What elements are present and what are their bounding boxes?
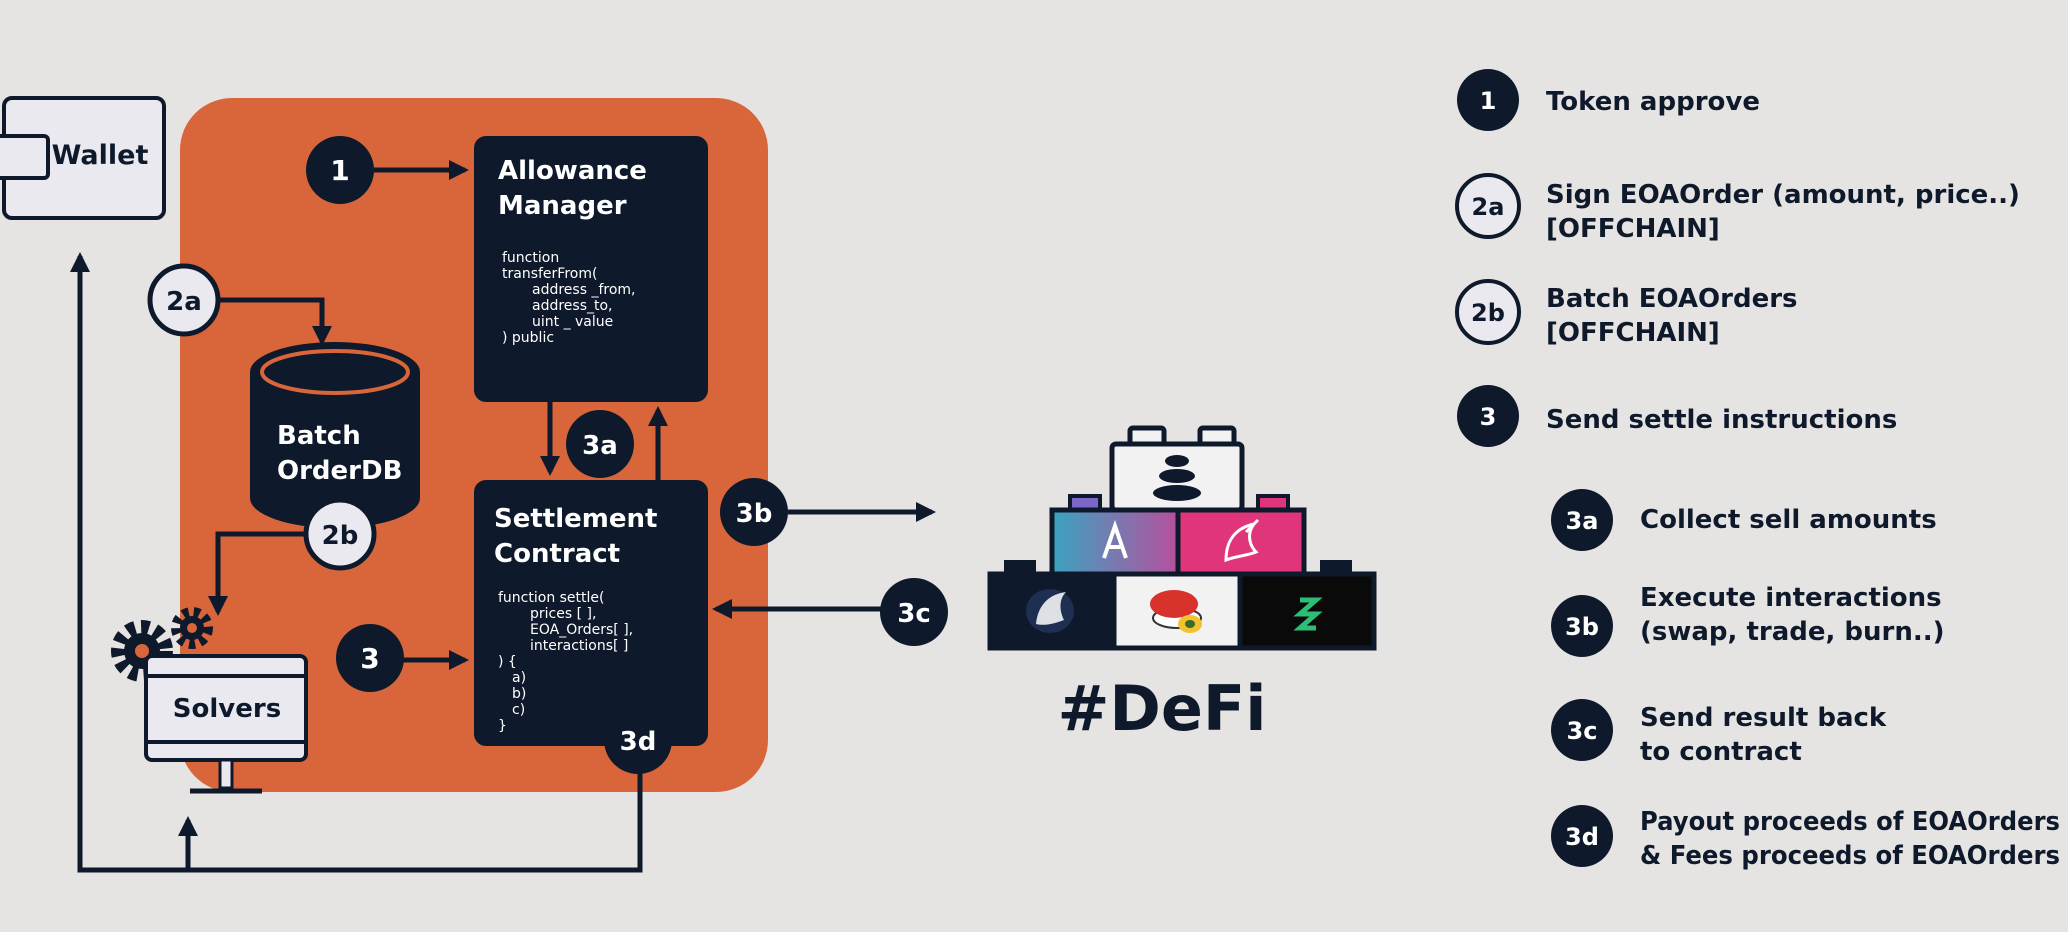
badge-2a-label: 2a [166,287,202,317]
solvers-label: Solvers [173,694,281,724]
badge-3d[interactable]: 3d [604,706,672,774]
badge-2b[interactable]: 2b [303,497,377,571]
legend-item-3: 3 Send settle instructions [1457,385,1897,447]
legend-item-3a: 3a Collect sell amounts [1551,489,1937,551]
badge-3[interactable]: 3 [336,624,404,692]
badge-2b-label: 2b [322,521,359,551]
settlement-contract-title-1: Settlement [494,504,657,534]
legend-badge: 3d [1565,823,1599,851]
aave-a-icon [1102,519,1128,559]
arrow-3d-payout [70,252,643,873]
legend-badge: 3 [1480,403,1497,431]
legend-text: Payout proceeds of EOAOrders [1640,807,2060,837]
legend-text: Token approve [1546,87,1760,117]
allowance-code-line: address _from, [532,282,635,298]
legend-text: to contract [1640,737,1802,767]
settlement-code-line: interactions[ ] [530,638,628,654]
badge-1[interactable]: 1 [306,136,374,204]
settlement-code-line: a) [512,670,526,686]
synthetix-icon [1293,597,1323,631]
orderdb-label-2: OrderDB [277,456,402,486]
solvers-monitor[interactable]: Solvers [111,607,308,794]
wallet-box[interactable]: Wallet [0,96,166,220]
allowance-code-line: function [502,250,559,266]
settlement-code-line: function settle( [498,590,605,606]
connectors [70,160,936,873]
settlement-code-line: c) [512,702,525,718]
badge-3d-label: 3d [620,727,657,757]
orderdb-label-1: Batch [277,421,361,451]
allowance-code-line: address_to, [532,298,613,314]
badge-3b-label: 3b [736,499,773,529]
settlement-contract-box[interactable]: Settlement Contract function settle( pri… [474,480,708,746]
legend-badge: 3c [1567,717,1598,745]
allowance-manager-box[interactable]: Allowance Manager function transferFrom(… [474,136,708,402]
badge-3c-label: 3c [897,599,931,629]
badge-3a[interactable]: 3a [566,410,634,478]
uniswap-unicorn-icon [1026,589,1074,633]
badge-3a-label: 3a [582,431,618,461]
allowance-manager-title-1: Allowance [498,156,647,186]
legend-badge: 3b [1565,613,1599,641]
sushi-icon [1150,590,1202,633]
legend-badge: 2b [1471,299,1505,327]
legend: 1 Token approve 2a Sign EOAOrder (amount… [1455,69,2060,871]
arrow-2b-to-solvers [208,531,312,616]
legend-badge: 1 [1480,87,1497,115]
legend-text: Send result back [1640,703,1887,733]
batch-orderdb-cylinder[interactable]: Batch OrderDB [250,342,420,528]
legend-text: Sign EOAOrder (amount, price..) [1546,180,2020,210]
defi-label: #DeFi [1057,672,1266,745]
legend-text: [OFFCHAIN] [1546,214,1720,244]
sushi-unicorn-icon [1224,518,1260,563]
badge-2a[interactable]: 2a [147,263,221,337]
legend-text: Execute interactions [1640,583,1942,613]
settlement-code-line: b) [512,686,526,702]
legend-text: [OFFCHAIN] [1546,318,1720,348]
legend-item-2b: 2b Batch EOAOrders [OFFCHAIN] [1455,279,1798,348]
gear-icon [171,607,213,649]
badge-1-label: 1 [330,154,349,187]
settlement-code-line: EOA_Orders[ ], [530,622,633,638]
stacked-stones-icon [1153,455,1201,501]
legend-item-3b: 3b Execute interactions (swap, trade, bu… [1551,583,1945,657]
settlement-code-line: prices [ ], [530,606,596,622]
legend-text: & Fees proceeds of EOAOrders [1640,841,2060,871]
legend-item-1: 1 Token approve [1457,69,1760,131]
defi-lego-stack [987,425,1377,651]
settlement-contract-title-2: Contract [494,539,620,569]
legend-item-3d: 3d Payout proceeds of EOAOrders & Fees p… [1551,805,2060,871]
legend-text: Collect sell amounts [1640,505,1937,535]
allowance-manager-title-2: Manager [498,191,627,221]
legend-item-2a: 2a Sign EOAOrder (amount, price..) [OFFC… [1455,173,2020,244]
legend-text: (swap, trade, burn..) [1640,617,1945,647]
legend-text: Batch EOAOrders [1546,284,1798,314]
badge-3-label: 3 [360,642,379,675]
legend-item-3c: 3c Send result back to contract [1551,699,1887,767]
allowance-code-line: ) public [502,330,554,346]
badge-3c[interactable]: 3c [880,578,948,646]
allowance-code-line: uint _ value [532,314,613,330]
legend-badge: 2a [1472,193,1505,221]
badge-3b[interactable]: 3b [720,478,788,546]
arrow-2a-to-orderdb [218,297,332,346]
allowance-code-line: transferFrom( [502,266,597,282]
wallet-label: Wallet [52,140,149,171]
settlement-code-line: } [498,718,507,734]
legend-badge: 3a [1566,507,1599,535]
settlement-code-line: ) { [498,654,517,670]
legend-text: Send settle instructions [1546,405,1897,435]
